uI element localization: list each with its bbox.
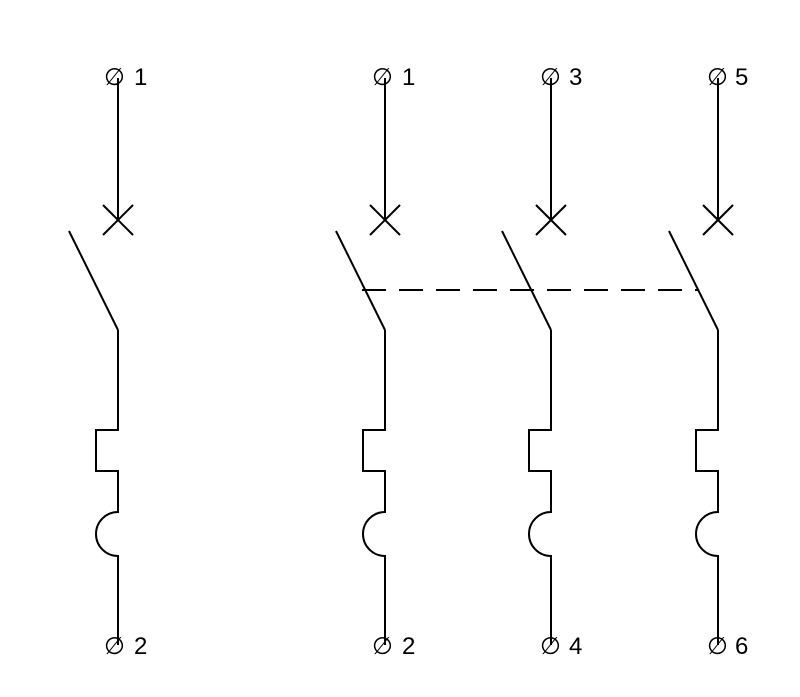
terminal-bottom: ∅ 4 — [540, 633, 582, 660]
terminal-top: ∅ 1 — [104, 64, 147, 91]
terminal-bottom: ∅ 2 — [104, 633, 147, 660]
single-pole-breaker: ∅ 1 ∅ 2 — [68, 64, 147, 660]
terminal-number: 4 — [569, 633, 582, 660]
terminal-number: 3 — [569, 64, 582, 91]
terminal-bottom: ∅ 2 — [372, 633, 415, 660]
protection-elements — [528, 330, 552, 645]
terminal-symbol: ∅ — [707, 64, 728, 91]
terminal-symbol: ∅ — [372, 633, 393, 660]
terminal-number: 1 — [402, 64, 415, 91]
terminal-symbol: ∅ — [707, 633, 728, 660]
terminal-top: ∅ 5 — [707, 64, 748, 91]
pole-1: ∅ 1 ∅ 2 — [335, 64, 415, 660]
terminal-bottom: ∅ 6 — [707, 633, 748, 660]
terminal-symbol: ∅ — [104, 633, 125, 660]
switch-blade — [335, 230, 386, 331]
terminal-symbol: ∅ — [104, 64, 125, 91]
pole-2: ∅ 3 ∅ 4 — [501, 64, 582, 660]
switch-blade — [668, 230, 719, 331]
isolator-cross-icon — [369, 204, 401, 236]
isolator-cross-icon — [702, 204, 734, 236]
terminal-symbol: ∅ — [372, 64, 393, 91]
terminal-symbol: ∅ — [540, 633, 561, 660]
terminal-symbol: ∅ — [540, 64, 561, 91]
protection-elements — [362, 330, 386, 645]
protection-elements — [95, 330, 119, 645]
pole-3: ∅ 5 ∅ 6 — [668, 64, 748, 660]
terminal-top: ∅ 1 — [372, 64, 415, 91]
terminal-number: 2 — [402, 633, 415, 660]
switch-blade — [501, 230, 552, 331]
terminal-number: 1 — [134, 64, 147, 91]
switch-blade — [68, 230, 119, 331]
isolator-cross-icon — [535, 204, 567, 236]
terminal-number: 2 — [134, 633, 147, 660]
terminal-number: 6 — [735, 633, 748, 660]
terminal-top: ∅ 3 — [540, 64, 582, 91]
isolator-cross-icon — [102, 204, 134, 236]
protection-elements — [695, 330, 719, 645]
terminal-number: 5 — [735, 64, 748, 91]
